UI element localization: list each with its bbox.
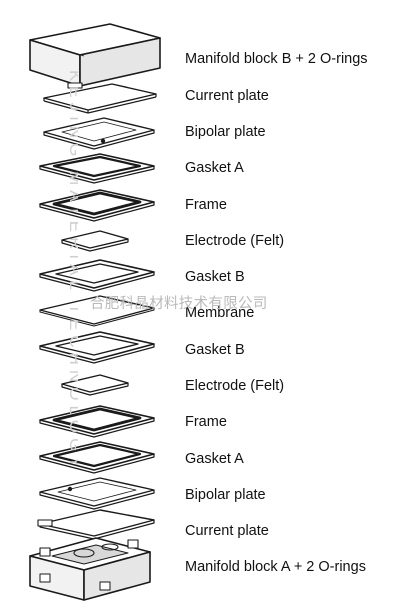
electrode-upper [61, 230, 129, 252]
watermark-en-text: KEJING MATERIAL TECHNOLOGY [66, 70, 78, 473]
label-frame-upper: Frame [185, 197, 227, 213]
label-electrode-lower: Electrode (Felt) [185, 378, 285, 394]
label-gasket-b-upper: Gasket B [185, 269, 245, 285]
label-manifold-block-b: Manifold block B + 2 O-rings [185, 51, 368, 67]
gasket-b-lower [39, 331, 155, 364]
label-electrode-upper: Electrode (Felt) [185, 233, 285, 249]
label-gasket-a-upper: Gasket A [185, 160, 244, 176]
label-gasket-b-lower: Gasket B [185, 342, 245, 358]
gasket-a-upper [39, 153, 155, 184]
frame-lower [39, 405, 155, 438]
watermark-vertical: KEJING MATERIAL TECHNOLOGY [66, 70, 78, 473]
manifold-block-a [29, 537, 151, 601]
label-current-plate-b: Current plate [185, 88, 269, 104]
current-plate-b [43, 82, 157, 114]
watermark-cn: 合肥科晶材料技术有限公司 [90, 296, 268, 312]
label-frame-lower: Frame [185, 414, 227, 430]
bipolar-plate-a [39, 477, 155, 510]
label-bipolar-plate-a: Bipolar plate [185, 487, 266, 503]
label-current-plate-a: Current plate [185, 523, 269, 539]
bipolar-plate-b [43, 117, 155, 150]
label-manifold-block-a: Manifold block A + 2 O-rings [185, 559, 366, 575]
gasket-b-upper [39, 259, 155, 292]
label-gasket-a-lower: Gasket A [185, 451, 244, 467]
label-bipolar-plate-b: Bipolar plate [185, 124, 266, 140]
membrane [39, 295, 155, 327]
manifold-block-b [29, 23, 161, 87]
electrode-lower [61, 374, 129, 396]
label-membrane: Membrane [185, 305, 255, 321]
gasket-a-lower [39, 441, 155, 474]
frame-upper [39, 189, 155, 222]
